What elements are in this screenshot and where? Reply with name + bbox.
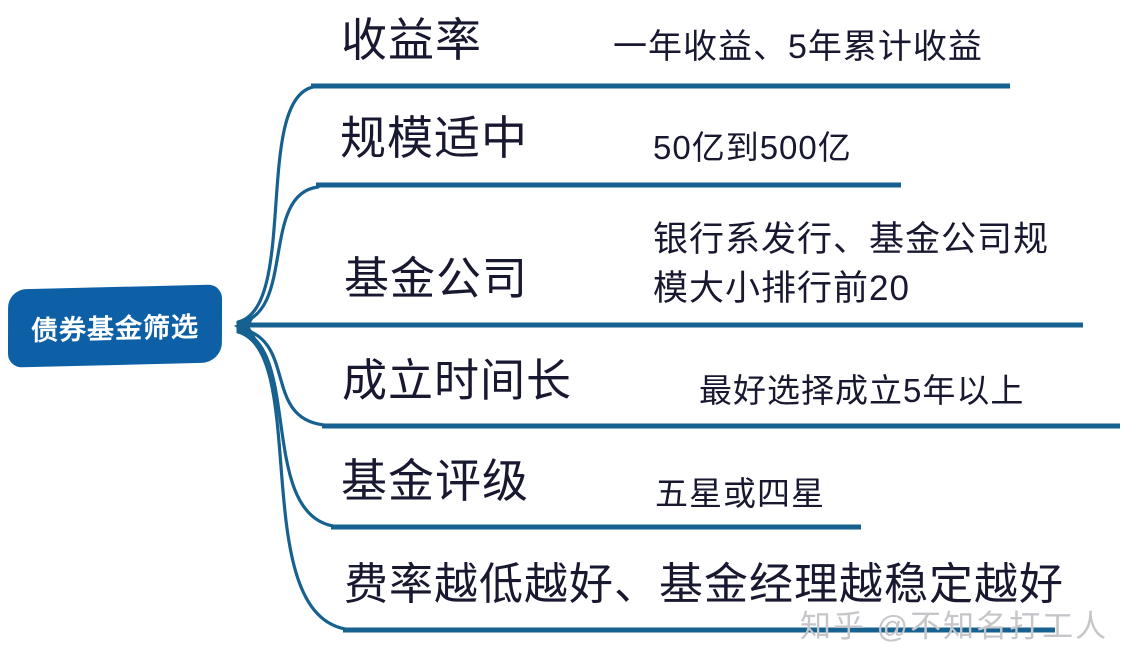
branch-rating-label: 基金评级 (341, 455, 529, 507)
root-node: 债券基金筛选 (7, 284, 223, 368)
branch4-curve (236, 326, 326, 427)
branch-yield-detail: 一年收益、5年累计收益 (613, 28, 983, 66)
branch-company-detail: 银行系发行、基金公司规模大小排行前20 (653, 220, 1050, 308)
branch-history-label: 成立时间长 (342, 355, 573, 406)
branch-company-label: 基金公司 (344, 253, 529, 304)
branch-scale-detail: 50亿到500亿 (653, 129, 852, 166)
branch-fees-manager-label: 费率越低越好、基金经理越稳定越好 (344, 560, 1064, 609)
branch2-curve (236, 185, 320, 325)
branch-rating-detail: 五星或四星 (655, 475, 825, 512)
root-arrow-icon (234, 314, 256, 338)
branch-history-detail: 最好选择成立5年以上 (699, 372, 1025, 409)
zhihu-watermark: 知乎 @不知名打工人 (800, 609, 1109, 644)
branch1-curve (236, 85, 315, 324)
branch-yield-label: 收益率 (341, 14, 482, 66)
root-node-label: 债券基金筛选 (30, 311, 199, 346)
branch-scale-label: 规模适中 (340, 112, 528, 164)
branch6-curve (236, 330, 347, 631)
branch5-curve (236, 328, 335, 528)
